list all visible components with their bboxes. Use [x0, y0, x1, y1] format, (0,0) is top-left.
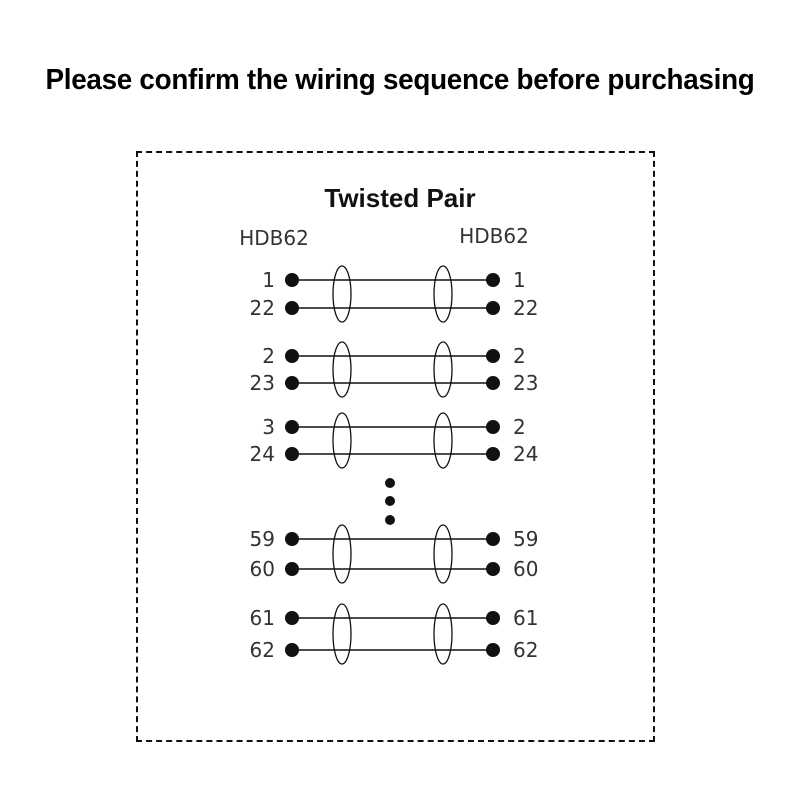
right-pin-dot [486, 301, 500, 315]
left-pin-dot [285, 301, 299, 315]
left-pin-label: 23 [250, 371, 275, 395]
right-pin-dot [486, 376, 500, 390]
left-pin-dot [285, 349, 299, 363]
right-pin-dot [486, 643, 500, 657]
twist-marker-right [433, 524, 453, 584]
right-pin-label: 2 [513, 415, 526, 439]
right-pin-label: 24 [513, 442, 538, 466]
twist-marker-left [332, 341, 352, 398]
right-pin-dot [486, 611, 500, 625]
left-pin-dot [285, 420, 299, 434]
wire-pair: 3 2 24 24 [250, 412, 538, 469]
right-pin-dot [486, 273, 500, 287]
left-pin-dot [285, 376, 299, 390]
left-pin-dot [285, 273, 299, 287]
left-pin-dot [285, 562, 299, 576]
twist-marker-right [433, 265, 453, 323]
left-pin-label: 3 [262, 415, 275, 439]
right-connector-label: HDB62 [459, 224, 529, 248]
right-pin-label: 61 [513, 606, 538, 630]
diagram-frame [136, 151, 655, 742]
left-pin-label: 60 [250, 557, 275, 581]
headline: Please confirm the wiring sequence befor… [45, 64, 755, 96]
wire-pair: 2 2 23 23 [250, 341, 538, 398]
twist-marker-left [332, 524, 352, 584]
left-pin-dot [285, 532, 299, 546]
left-pin-label: 2 [262, 344, 275, 368]
right-pin-label: 22 [513, 296, 538, 320]
left-connector-label: HDB62 [239, 226, 309, 250]
left-pin-dot [285, 611, 299, 625]
right-pin-label: 23 [513, 371, 538, 395]
left-pin-label: 59 [250, 527, 275, 551]
wire-pair: 61 61 62 62 [250, 603, 538, 665]
left-pin-label: 1 [262, 268, 275, 292]
twist-marker-right [433, 412, 453, 469]
ellipsis-dots [385, 478, 395, 525]
wire-pair: 59 59 60 60 [250, 524, 538, 584]
left-pin-label: 61 [250, 606, 275, 630]
ellipsis-dot [385, 515, 395, 525]
right-pin-dot [486, 349, 500, 363]
diagram-title: Twisted Pair [324, 183, 475, 213]
right-pin-label: 62 [513, 638, 538, 662]
ellipsis-dot [385, 478, 395, 488]
right-pin-label: 2 [513, 344, 526, 368]
left-pin-dot [285, 643, 299, 657]
twist-marker-left [332, 412, 352, 469]
right-pin-dot [486, 532, 500, 546]
twist-marker-right [433, 603, 453, 665]
twist-marker-left [332, 265, 352, 323]
right-pin-label: 1 [513, 268, 526, 292]
right-pin-label: 59 [513, 527, 538, 551]
twist-marker-right [433, 341, 453, 398]
right-pin-dot [486, 420, 500, 434]
right-pin-dot [486, 562, 500, 576]
ellipsis-dot [385, 496, 395, 506]
left-pin-label: 62 [250, 638, 275, 662]
left-pin-label: 22 [250, 296, 275, 320]
wire-pair: 1 1 22 22 [250, 265, 538, 323]
left-pin-label: 24 [250, 442, 275, 466]
right-pin-label: 60 [513, 557, 538, 581]
right-pin-dot [486, 447, 500, 461]
left-pin-dot [285, 447, 299, 461]
twist-marker-left [332, 603, 352, 665]
